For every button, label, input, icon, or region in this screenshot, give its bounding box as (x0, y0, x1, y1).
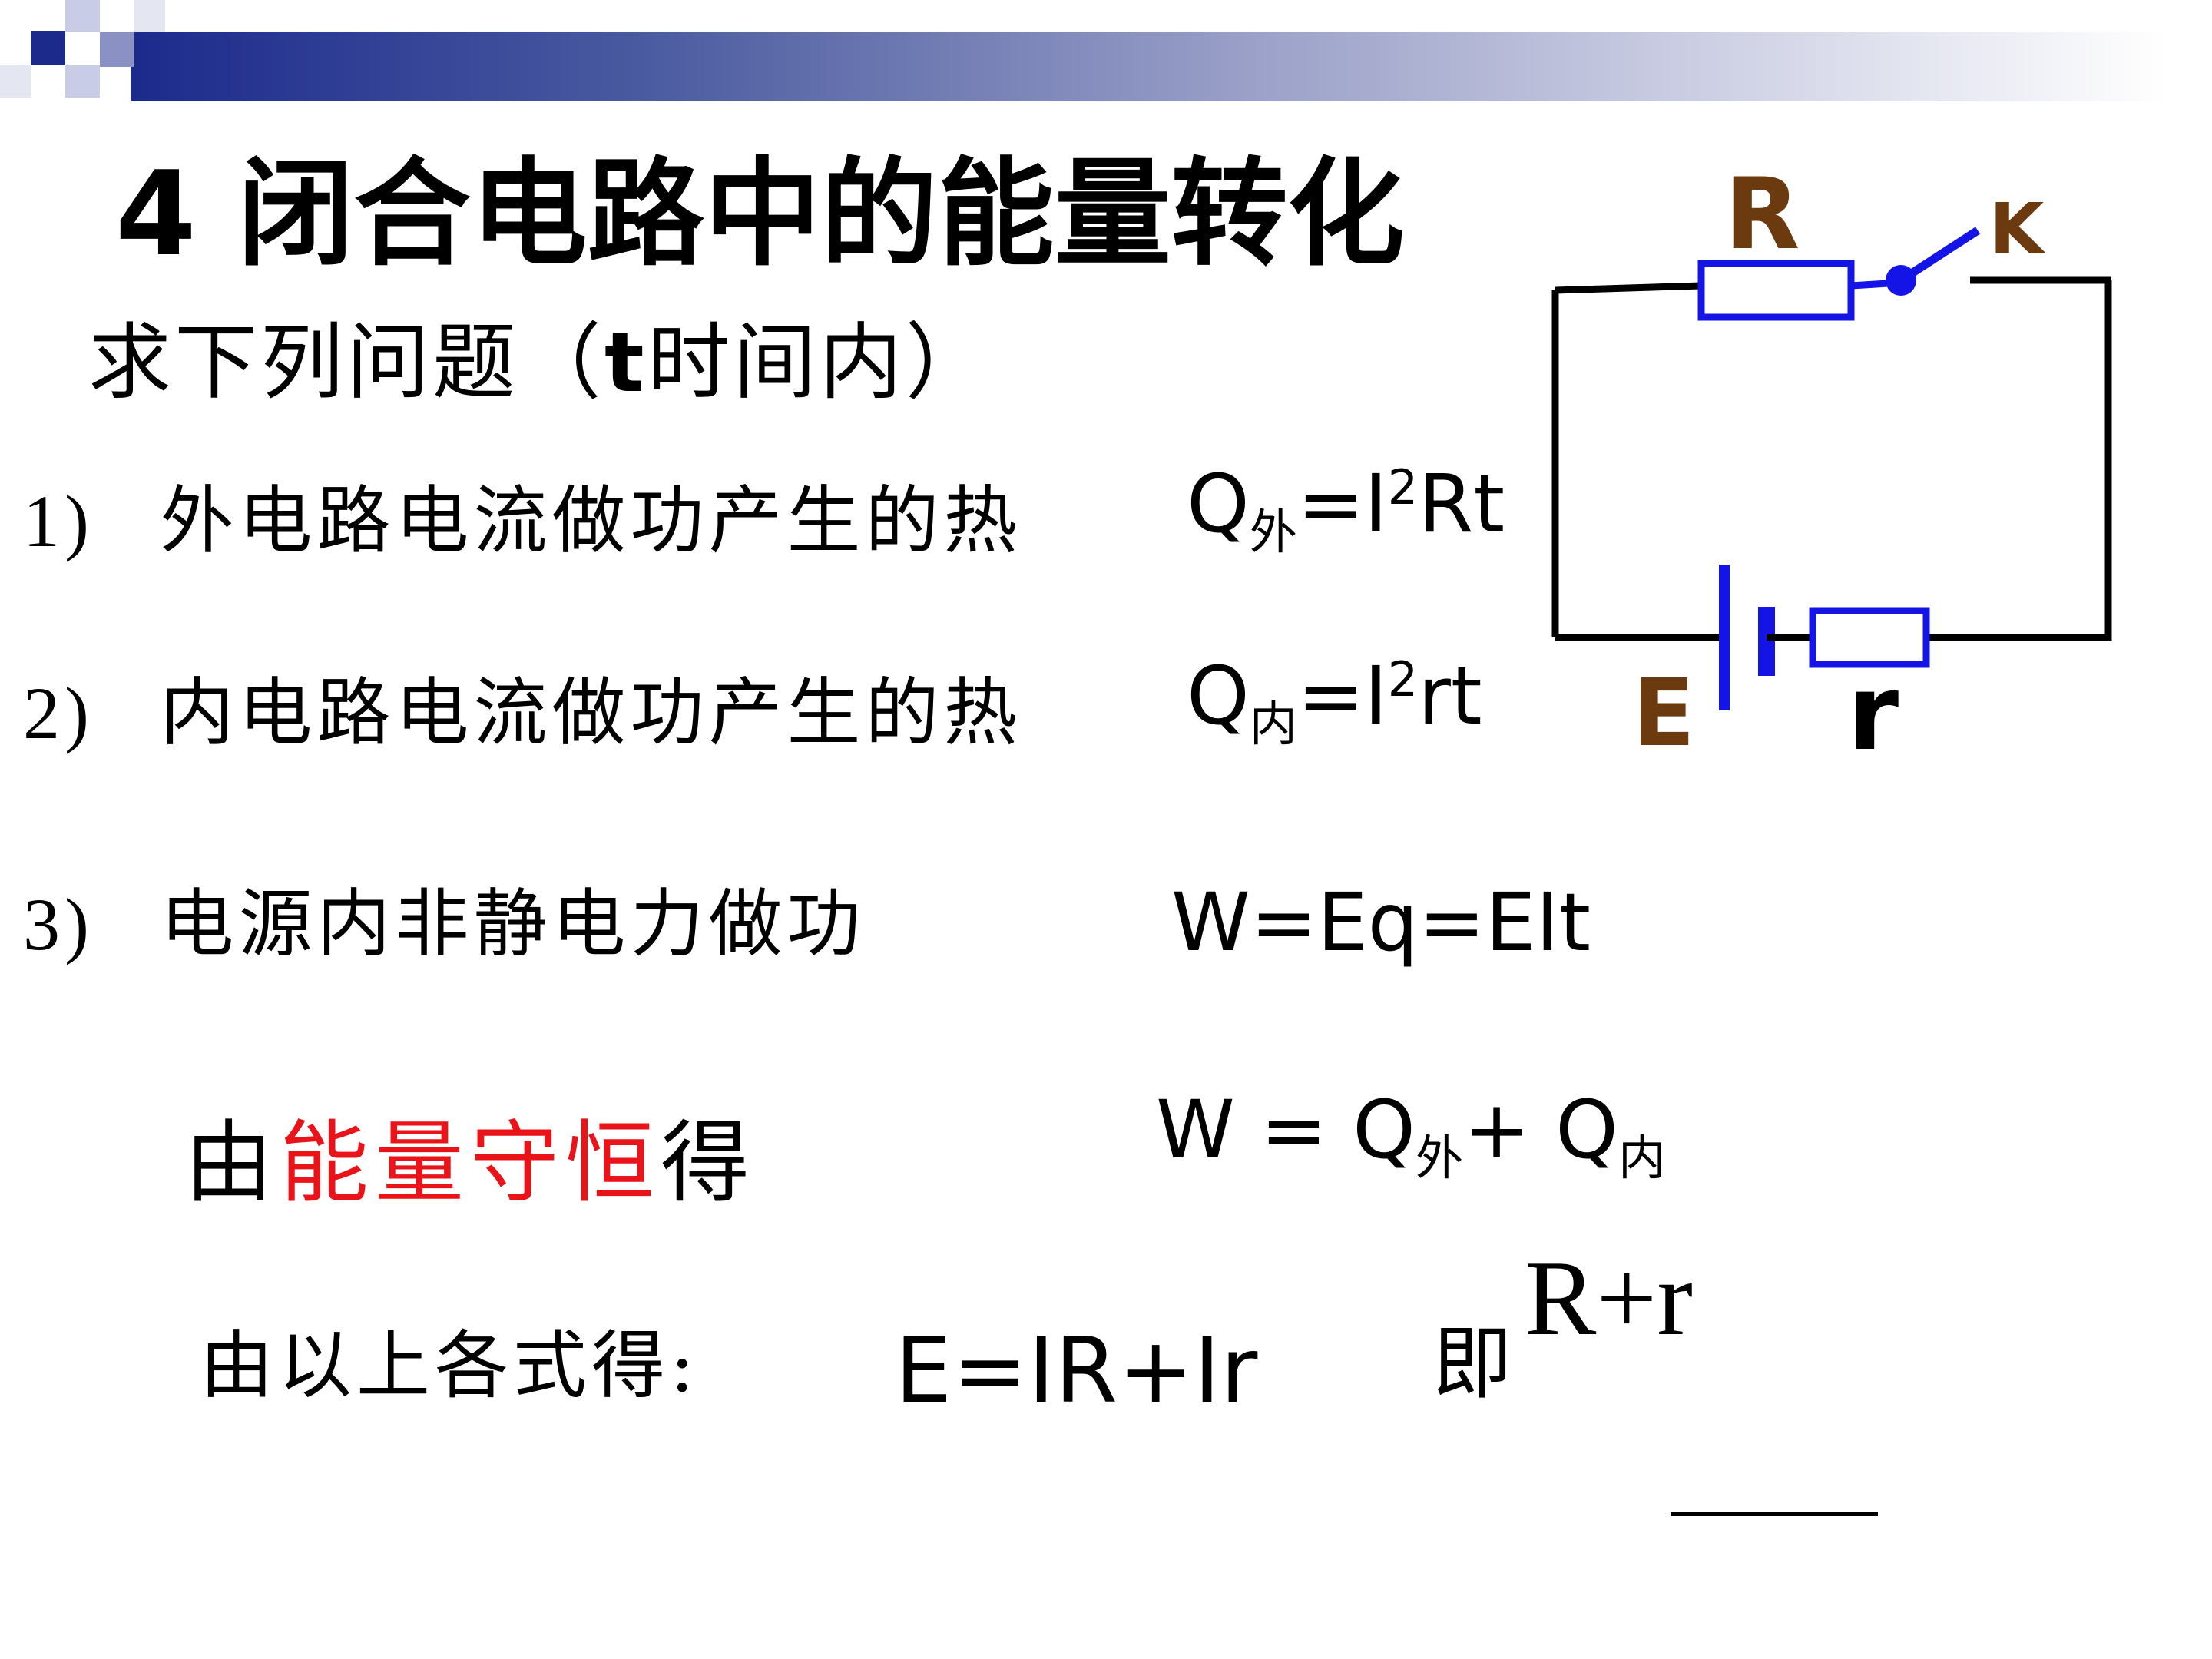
header-square-3 (100, 32, 134, 67)
cons-w: W = Q (1156, 1083, 1416, 1177)
item-3-equation: W=Eq=EIt (1171, 876, 1591, 969)
item-3-number: 3) (23, 883, 94, 965)
subtitle-prefix: 求下列问题（ (88, 315, 605, 411)
item-2-text: 内电路电流做功产生的热 (160, 670, 1022, 756)
cons-plus: + Q (1462, 1083, 1619, 1177)
header-square-1 (31, 31, 65, 65)
eq1-sub: 外 (1249, 504, 1297, 560)
conclusion-ji: 即 (1432, 1316, 1518, 1410)
eq1-sup: 2 (1387, 459, 1419, 515)
fraction-denominator: R+r (1525, 1239, 1693, 1358)
conservation-statement: 由能量守恒得 (184, 1091, 756, 1220)
conservation-prefix: 由 (184, 1111, 280, 1215)
cons-sub2: 内 (1618, 1130, 1667, 1186)
label-K: K (1989, 188, 2045, 270)
resistor-r (1809, 607, 1930, 668)
fraction-line (1671, 1512, 1878, 1516)
item-3-text: 电源内非静电力做功 (160, 881, 866, 967)
conservation-equation: W = Q外+ Q内 (1156, 1083, 1666, 1188)
switch-K-blade (1899, 227, 1980, 284)
subtitle: 求下列问题（t时间内） (88, 296, 992, 416)
resistor-R (1697, 260, 1855, 321)
eq1-mid: =I (1296, 457, 1388, 551)
eq2-sub: 内 (1249, 696, 1297, 752)
item-2: 2) 内电路电流做功产生的热 (23, 653, 1022, 760)
eq1-q: Q (1187, 457, 1250, 551)
eq2-mid: =I (1296, 649, 1388, 743)
cons-sub1: 外 (1415, 1130, 1463, 1186)
conclusion-equation: E=IR+Ir (895, 1317, 1258, 1423)
page-title: 4 闭合电路中的能量转化 (115, 146, 1405, 282)
header-square-4 (65, 65, 100, 98)
label-E: E (1632, 661, 1695, 767)
item-1: 1) 外电路电流做功产生的热 (23, 461, 1022, 568)
wire-top-left (1555, 282, 1702, 294)
header-square-6 (134, 0, 165, 32)
label-r: r (1847, 653, 1899, 774)
subtitle-t: t (604, 315, 647, 411)
header-square-2 (65, 0, 100, 32)
header-square-5 (0, 65, 31, 98)
eq2-end: rt (1418, 649, 1482, 743)
conservation-suffix: 得 (661, 1111, 756, 1215)
subtitle-suffix: 时间内） (647, 315, 992, 411)
item-1-text: 外电路电流做功产生的热 (160, 478, 1022, 564)
item-2-number: 2) (23, 672, 94, 754)
eq2-q: Q (1187, 649, 1250, 743)
item-1-number: 1) (23, 480, 94, 562)
eq2-sup: 2 (1387, 651, 1419, 707)
item-3: 3) 电源内非静电力做功 (23, 864, 865, 971)
energy-conservation-highlight: 能量守恒 (280, 1111, 661, 1215)
header-gradient-bar (131, 32, 2166, 101)
conclusion-label: 由以上各式得: (200, 1323, 700, 1409)
item-2-equation: Q内=I2rt (1187, 649, 1482, 754)
eq1-end: Rt (1418, 457, 1505, 551)
label-R: R (1724, 157, 1800, 272)
item-1-equation: Q外=I2Rt (1187, 457, 1505, 562)
